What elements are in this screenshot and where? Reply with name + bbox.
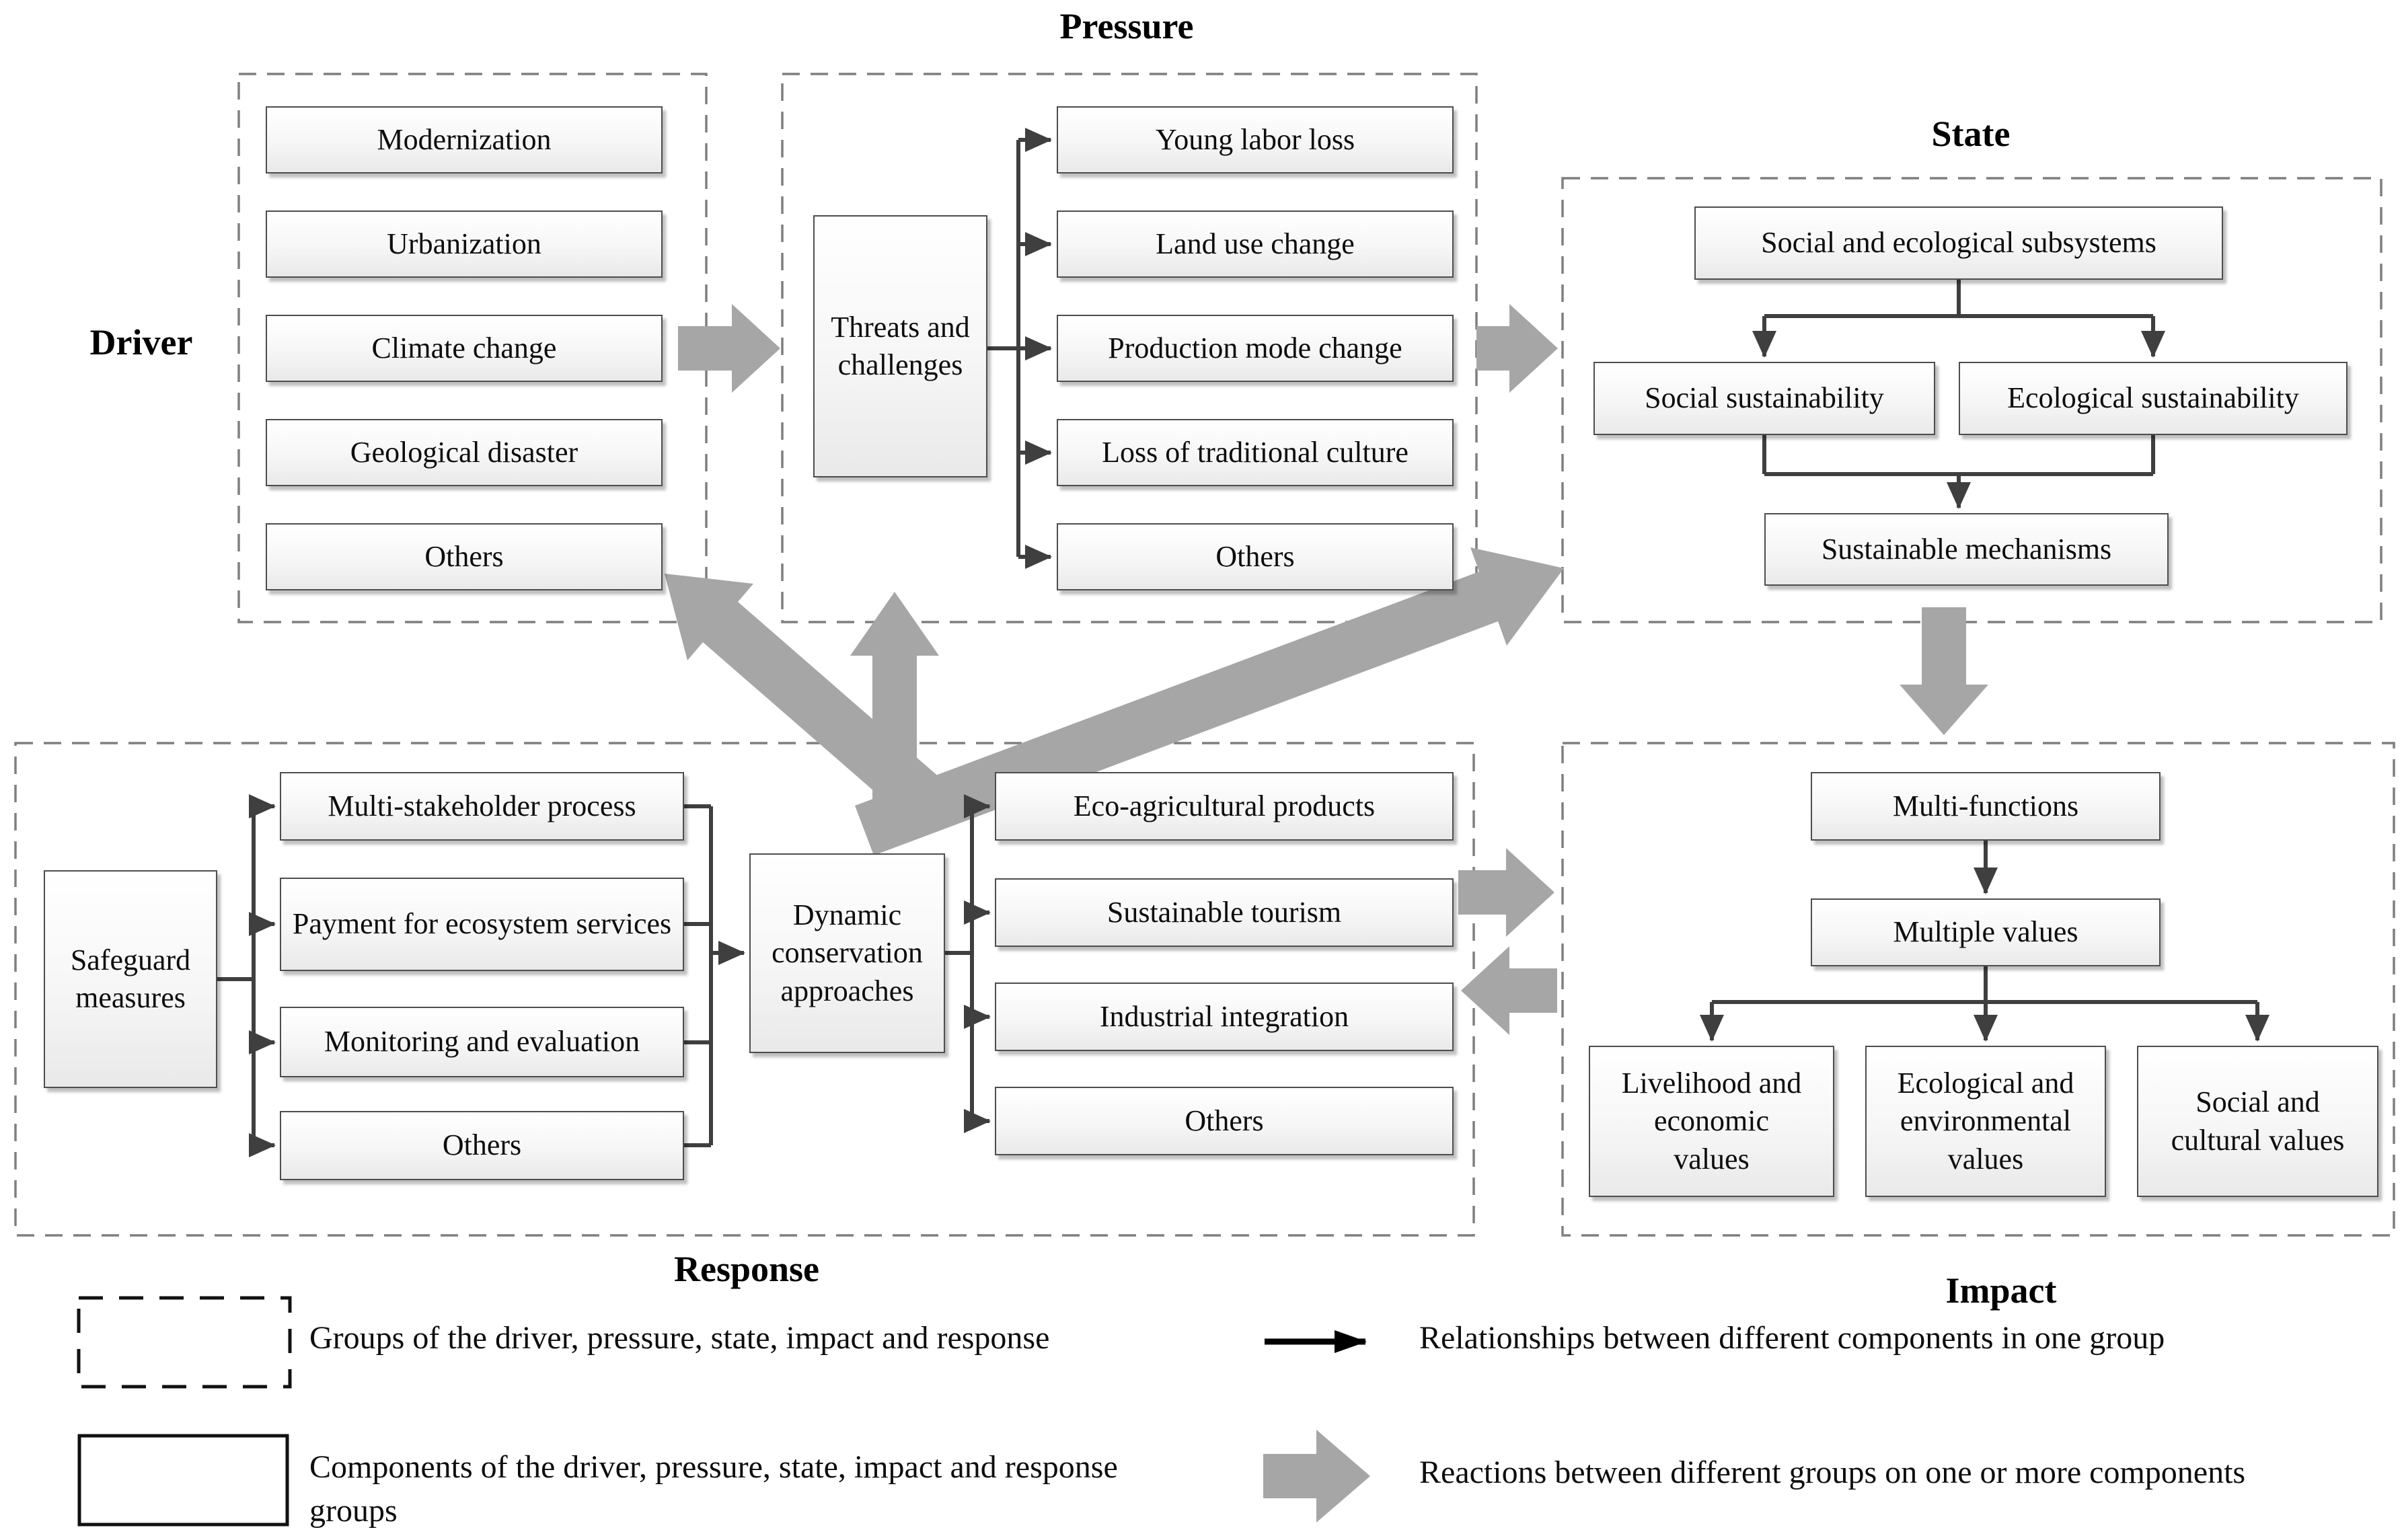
response-outcome-eco-agricultural-products: Eco-agricultural products [995,772,1454,841]
driver-component-modernization: Modernization [266,106,663,174]
impact-tree-spine [1712,966,2257,1004]
state-component-sustainable-mechanisms: Sustainable mechanisms [1764,513,2169,586]
state-group-title: State [1931,114,2011,154]
state-component-subsystems: Social and ecological subsystems [1694,206,2223,280]
impact-value-social-cultural: Social and cultural values [2137,1046,2378,1197]
state-component-ecological-sustainability: Ecological sustainability [1959,362,2348,435]
response-group-title: Response [673,1249,820,1289]
legend-thin-arrow-label: Relationships between different componen… [1419,1320,2165,1356]
impact-group-frame [1561,742,2395,1237]
impact-value-livelihood-economic: Livelihood and economic values [1589,1046,1834,1197]
reaction-arrow-pressure-to-state [1476,304,1558,393]
response-measure-others: Others [280,1111,684,1180]
response-left-fan-spine [217,806,256,1145]
response-hub-dynamic-conservation-approaches: Dynamic conservation approaches [749,853,945,1053]
pressure-component-production-mode-change: Production mode change [1057,315,1454,382]
reaction-arrow-state-to-impact [1900,607,1988,735]
reaction-arrow-response-to-impact [1458,848,1554,937]
pressure-group-title: Pressure [1059,6,1194,46]
legend-component-box-label: Components of the driver, pressure, stat… [309,1449,1118,1529]
pressure-component-loss-of-traditional-culture: Loss of traditional culture [1057,419,1454,486]
driver-component-geological-disaster: Geological disaster [266,419,663,486]
response-outcome-sustainable-tourism: Sustainable tourism [995,878,1454,947]
impact-value-ecological-environmental: Ecological and environmental values [1865,1046,2106,1197]
response-outcome-others: Others [995,1087,1454,1155]
legend-component-box-swatch [77,1434,289,1527]
reaction-arrow-impact-to-response [1461,946,1557,1035]
driver-component-others: Others [266,523,663,590]
pressure-source-threats-and-challenges: Threats and challenges [813,215,987,477]
response-measure-monitoring-and-evaluation: Monitoring and evaluation [280,1007,684,1077]
impact-component-multiple-values: Multiple values [1811,898,2161,966]
legend-group-box-swatch [77,1296,292,1389]
driver-component-climate-change: Climate change [266,315,663,382]
response-right-fan-spine [945,806,974,1121]
response-source-safeguard-measures: Safeguard measures [44,870,217,1088]
response-collector-spine [684,804,713,1147]
legend-thick-arrow-swatch [1263,1430,1370,1523]
response-measure-multi-stakeholder-process: Multi-stakeholder process [280,772,684,841]
pressure-component-land-use-change: Land use change [1057,210,1454,278]
legend-group-box-label: Groups of the driver, pressure, state, i… [309,1320,1050,1356]
state-component-social-sustainability: Social sustainability [1593,362,1935,435]
state-tree-spine [1762,280,2155,476]
reaction-arrow-driver-to-pressure [678,304,780,393]
response-measure-payment-for-ecosystem-services: Payment for ecosystem services [280,878,684,971]
driver-component-urbanization: Urbanization [266,210,663,278]
pressure-fan-spine [987,140,1020,557]
driver-group-title: Driver [89,322,193,362]
impact-component-multi-functions: Multi-functions [1811,772,2161,841]
component-connectors [217,128,2269,1157]
reaction-arrow-response-to-driver [665,574,956,832]
impact-group-title: Impact [1945,1270,2057,1311]
response-outcome-industrial-integration: Industrial integration [995,983,1454,1051]
pressure-component-others: Others [1057,523,1454,590]
legend-thick-arrow-label: Reactions between different groups on on… [1419,1455,2246,1490]
state-group-frame [1561,177,2382,623]
pressure-component-young-labor-loss: Young labor loss [1057,106,1454,174]
